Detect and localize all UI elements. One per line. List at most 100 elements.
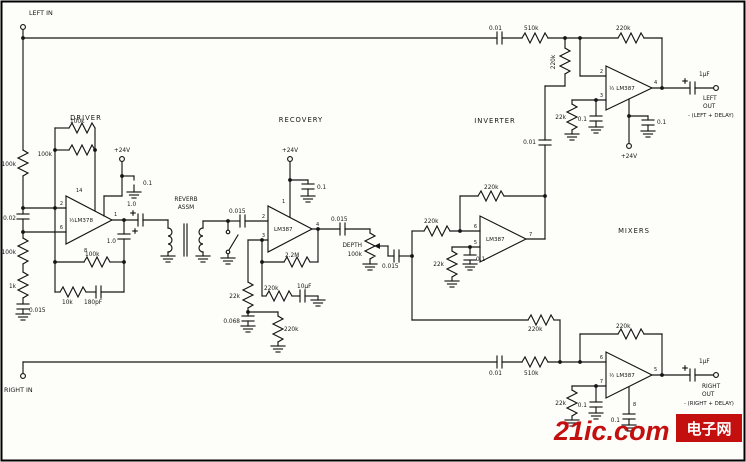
mixer-bottom-bias-c-value: 0.1 bbox=[578, 403, 588, 409]
mixer-top-bias-r-value: 22k bbox=[555, 115, 566, 121]
driver-180pf-value: 180pF bbox=[84, 300, 102, 306]
mixer-top-in-r-value: 510k bbox=[524, 26, 539, 32]
mixer-bottom-bias-r-value: 22k bbox=[555, 401, 566, 407]
inverter-pin-6: 6 bbox=[474, 224, 477, 230]
recovery-fb-r2-value: 220k bbox=[264, 286, 279, 292]
input-r1-value: 100k bbox=[2, 162, 17, 168]
junction-dots bbox=[21, 36, 664, 388]
reverb-transformer bbox=[167, 223, 204, 257]
recovery-supply-label: +24V bbox=[282, 148, 298, 154]
right-out-label-3: - (RIGHT + DELAY) bbox=[684, 401, 734, 407]
mixer-top-bias-c-value: 0.1 bbox=[578, 117, 588, 123]
driver-bypass-value: 0.1 bbox=[143, 181, 153, 187]
reverb-label-1: REVERB bbox=[174, 197, 197, 203]
depth-label: DEPTH bbox=[342, 243, 362, 249]
left-in-label: LEFT IN bbox=[29, 9, 53, 17]
recovery-pin-1: 1 bbox=[282, 199, 285, 205]
inverter-heading: INVERTER bbox=[474, 117, 515, 125]
reverb-label-2: ASSM bbox=[178, 205, 194, 211]
mixers-heading: MIXERS bbox=[618, 227, 650, 235]
recovery-chip-label: LM387 bbox=[274, 227, 293, 233]
mixer-bottom-in-r-value: 510k bbox=[524, 371, 539, 377]
driver-pin-14: 14 bbox=[76, 188, 82, 194]
recovery-out-cap-value: 0.015 bbox=[331, 217, 348, 223]
left-out-label-1: LEFT bbox=[703, 96, 717, 102]
mixer-bottom-mix-r-value: 220k bbox=[528, 327, 543, 333]
recovery-fb-r-value: 2.2M bbox=[285, 253, 299, 259]
recovery-pin-4: 4 bbox=[316, 222, 319, 228]
mixer-bottom-out-cap-value: 1μF bbox=[699, 359, 710, 365]
mixer-bottom-pin-5: 5 bbox=[654, 367, 657, 373]
driver-fb-r2-value: 100k bbox=[38, 152, 53, 158]
inverter-pin-5: 5 bbox=[474, 240, 477, 246]
opamp-inverter bbox=[479, 215, 528, 263]
driver-pin-8: 8 bbox=[84, 248, 87, 254]
mixer-bottom-pin-8: 8 bbox=[633, 402, 636, 408]
mixer-bottom-chip-label: ½ LM387 bbox=[609, 372, 635, 379]
mixer-top-pin-2: 2 bbox=[600, 69, 603, 75]
mixer-top-chip-label: ½ LM387 bbox=[609, 85, 635, 92]
depth-pot-value: 100k bbox=[348, 252, 363, 258]
inverter-pin-7: 7 bbox=[529, 232, 532, 238]
opamp-recovery bbox=[267, 205, 314, 253]
right-out-label-1: RIGHT bbox=[702, 384, 721, 390]
driver-pin-1: 1 bbox=[114, 212, 117, 218]
watermark: 21ic.com 电子网 bbox=[553, 414, 742, 446]
inverter-chip-label: LM387 bbox=[486, 237, 505, 243]
mixer-top-in-cap-value: 0.01 bbox=[489, 26, 502, 32]
driver-heading: DRIVER bbox=[70, 114, 102, 122]
pot-wiper-arrow bbox=[374, 243, 380, 249]
mixer-bottom-pin-6: 6 bbox=[600, 355, 603, 361]
pin-numbers: 14 2 6 1 8 1 2 3 4 6 5 7 2 3 4 6 7 5 8 bbox=[60, 69, 657, 408]
driver-fb-r3-value: 100k bbox=[85, 252, 100, 258]
recovery-bias-r2-value: 220k bbox=[284, 327, 299, 333]
driver-fb-r1-value: 100k bbox=[70, 119, 85, 125]
mixer-top-pin-3: 3 bbox=[600, 93, 603, 99]
mixer-top-fb-r-value: 220k bbox=[616, 26, 631, 32]
right-out-label-2: OUT bbox=[702, 392, 715, 398]
inverter-bias-r-value: 22k bbox=[433, 262, 444, 268]
driver-pin-6: 6 bbox=[60, 225, 63, 231]
mixer-top-mix-r-value: 220k bbox=[551, 54, 557, 69]
mute-switch bbox=[225, 229, 239, 255]
driver-pin-2: 2 bbox=[60, 201, 63, 207]
recovery-heading: RECOVERY bbox=[279, 116, 323, 124]
mixer-bottom-in-cap-value: 0.01 bbox=[489, 371, 502, 377]
depth-wiper-cap-value: 0.015 bbox=[382, 264, 399, 270]
watermark-cn: 电子网 bbox=[686, 420, 731, 438]
mixer-top-pin-4: 4 bbox=[654, 80, 657, 86]
watermark-box bbox=[676, 414, 742, 442]
input-c1-value: 0.02 bbox=[3, 216, 16, 222]
recovery-bypass-value: 0.1 bbox=[317, 185, 327, 191]
labels: LEFT IN RIGHT IN DRIVER RECOVERY INVERTE… bbox=[2, 9, 734, 424]
mixer-bottom-bypass-value: 0.1 bbox=[611, 418, 621, 424]
left-out-label-3: - (LEFT + DELAY) bbox=[688, 113, 734, 119]
mixer-top-couple-cap-value: 0.01 bbox=[523, 140, 536, 146]
input-r3-value: 1k bbox=[9, 284, 17, 290]
input-c2-value: 0.015 bbox=[29, 308, 46, 314]
mixer-bottom-pin-7: 7 bbox=[600, 379, 603, 385]
inverter-fb-r-value: 220k bbox=[484, 185, 499, 191]
mixer-bottom-fb-r-value: 220k bbox=[616, 324, 631, 330]
driver-supply-label: +24V bbox=[114, 148, 130, 154]
recovery-pin-3: 3 bbox=[262, 233, 265, 239]
recovery-pin-2: 2 bbox=[262, 214, 265, 220]
input-r2-value: 100k bbox=[2, 250, 17, 256]
inverter-in-r-value: 220k bbox=[424, 219, 439, 225]
mixer-top-bypass-value: 0.1 bbox=[657, 120, 667, 126]
opamp-mixer-bottom bbox=[605, 351, 654, 399]
opamp-mixer-top bbox=[605, 65, 654, 111]
driver-10k-value: 10k bbox=[62, 300, 73, 306]
recovery-bias-c-value: 0.068 bbox=[223, 319, 240, 325]
driver-chip-label: ½LM378 bbox=[69, 217, 93, 224]
recovery-bias-r1-value: 22k bbox=[229, 294, 240, 300]
left-out-label-2: OUT bbox=[703, 104, 716, 110]
driver-fb-cap-value: 1.0 bbox=[107, 239, 117, 245]
right-in-label: RIGHT IN bbox=[4, 386, 33, 394]
recovery-fb-c-value: 10μF bbox=[297, 284, 311, 290]
mixer-top-out-cap-value: 1μF bbox=[699, 72, 710, 78]
watermark-brand: 21ic.com bbox=[553, 416, 670, 446]
